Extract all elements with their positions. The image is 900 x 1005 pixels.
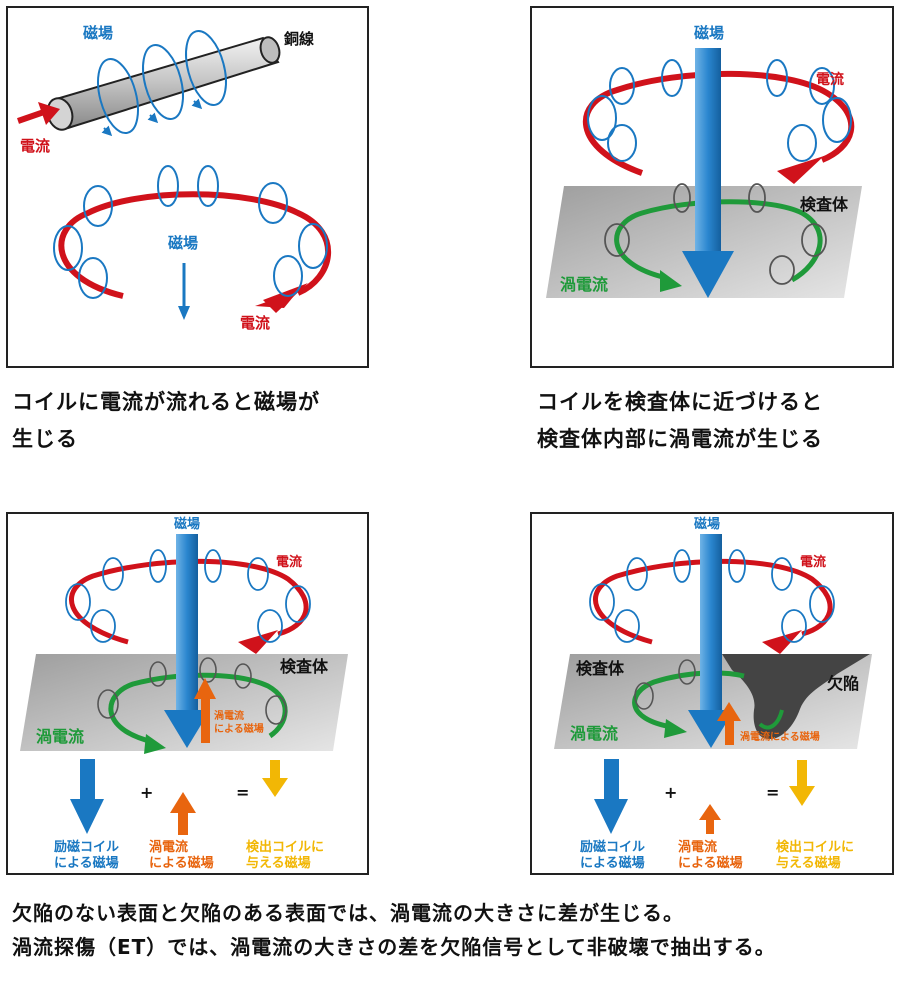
eddy-current-field-label-line-1: 渦電流 [149,839,188,855]
specimen-label: 検査体 [800,195,849,214]
caption-1-line-1: コイルに電流が流れると磁場が [12,390,320,414]
copper-wire-label: 銅線 [284,30,314,48]
magnetic-field-label: 磁場 [694,516,720,532]
eddy-field-up-arrow [699,804,721,834]
magnetic-field-arrow [682,48,734,298]
magnetic-field-arrow [164,534,210,748]
current-arrow-wire [17,102,60,125]
panel1-diagram: 磁場 銅線 電流 磁場 電流 [17,24,331,332]
eddy-field-label: 渦電流による磁場 [740,730,820,743]
excite-coil-label-line-2: による磁場 [54,855,119,871]
coil-field-loops [587,59,852,162]
eddy-current-field-label-line-2: による磁場 [678,855,743,871]
current-label: 電流 [276,554,302,570]
equals-sign: = [766,783,779,802]
eddy-current-label: 渦電流 [36,727,84,746]
eddy-field-arrow [194,678,216,743]
bottom-caption-line-2: 渦流探傷（ET）では、渦電流の大きさの差を欠陥信号として非破壊で抽出する。 [12,935,776,959]
panel-no-defect: 磁場 電流 検査体 渦電流 渦電流 による磁場 + = 励磁コイル による磁場 … [6,512,369,875]
panel3-diagram: 磁場 電流 検査体 渦電流 渦電流 による磁場 + = 励磁コイル による磁場 … [20,516,348,871]
caption-2-line-1: コイルを検査体に近づけると [537,390,823,414]
defect-shape [722,654,870,740]
caption-1-line-2: 生じる [12,427,78,451]
caption-1: コイルに電流が流れると磁場が 生じる [12,384,412,458]
caption-2-line-2: 検査体内部に渦電流が生じる [537,427,823,451]
wire-field-loops [97,30,227,137]
detected-field-down-arrow [262,760,288,797]
specimen-label: 検査体 [576,659,625,678]
current-label-bottom: 電流 [240,314,270,332]
detect-coil-label-line-2: 与える磁場 [776,855,841,871]
detected-field-down-arrow [789,760,815,806]
panel-coil-current: 磁場 銅線 電流 磁場 電流 [6,6,369,368]
magnetic-field-label-center: 磁場 [168,234,198,252]
excite-field-down-arrow [70,759,104,834]
eddy-field-label-line-1: 渦電流 [214,709,244,722]
defect-label: 欠陥 [827,674,859,693]
current-label: 電流 [800,554,826,570]
eddy-current-label: 渦電流 [560,275,608,294]
eddy-current-field-label-line-1: 渦電流 [678,839,717,855]
eddy-field-loops [634,659,696,710]
eddy-field-up-arrow [170,792,196,835]
excite-coil-label-line-1: 励磁コイル [580,839,645,855]
plus-sign: + [140,783,153,802]
detect-coil-label-line-1: 検出コイルに [776,839,854,855]
coil-field-loops [589,549,835,643]
panel4-diagram: 磁場 電流 検査体 欠陥 渦電流 渦電流による磁場 + = 励磁コイル による磁… [554,516,872,871]
specimen-label: 検査体 [280,657,329,676]
eddy-field-loops [97,657,287,725]
magnetic-field-label-top: 磁場 [83,24,113,42]
caption-2: コイルを検査体に近づけると 検査体内部に渦電流が生じる [537,384,897,458]
panel-eddy-current: 磁場 電流 検査体 渦電流 [530,6,894,368]
excite-field-down-arrow [594,759,628,834]
excite-coil-label-line-2: による磁場 [580,855,645,871]
current-label: 電流 [816,71,844,88]
eddy-current-loop [614,199,823,292]
eddy-current-field-label-line-2: による磁場 [149,855,214,871]
eddy-current-loop [632,670,784,738]
eddy-current-label: 渦電流 [570,724,618,743]
bottom-caption: 欠陥のない表面と欠陥のある表面では、渦電流の大きさに差が生じる。 渦流探傷（ET… [12,896,892,964]
detect-coil-label-line-2: 与える磁場 [246,855,311,871]
magnetic-field-label: 磁場 [174,516,200,532]
center-field-arrow [178,263,190,320]
eddy-field-arrow [717,702,741,745]
coil-field-loops [65,549,311,643]
eddy-field-loops [604,183,827,285]
panel2-diagram: 磁場 電流 検査体 渦電流 [546,24,862,298]
equals-sign: = [236,783,249,802]
bottom-caption-line-1: 欠陥のない表面と欠陥のある表面では、渦電流の大きさに差が生じる。 [12,901,684,925]
detect-coil-label-line-1: 検出コイルに [246,839,324,855]
copper-wire [46,36,281,131]
plus-sign: + [664,783,677,802]
panel-with-defect: 磁場 電流 検査体 欠陥 渦電流 渦電流による磁場 + = 励磁コイル による磁… [530,512,894,875]
coil-field-loops [53,165,328,299]
eddy-field-label-line-2: による磁場 [214,722,264,735]
excite-coil-label-line-1: 励磁コイル [54,839,119,855]
current-label-left: 電流 [20,137,50,155]
magnetic-field-label: 磁場 [694,24,724,42]
